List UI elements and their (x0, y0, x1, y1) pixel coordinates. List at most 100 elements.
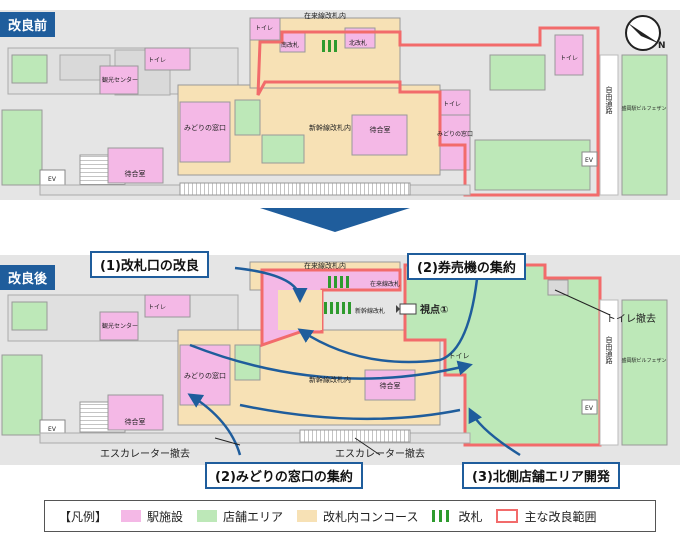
legend-swatch-gate (432, 510, 453, 522)
before-toilet-far-right (554, 34, 584, 76)
camera-icon (396, 303, 417, 315)
after-building (621, 299, 668, 446)
legend-label-concourse: 改札内コンコース (323, 509, 419, 524)
before-label-toilet-right: トイレ (443, 101, 461, 108)
after-bottom-strip (39, 432, 471, 444)
arrow-midori (187, 393, 242, 456)
before-tourist-center (99, 65, 139, 95)
after-shop-far-left (1, 354, 43, 436)
before-label-midori: みどりの窓口 (184, 123, 226, 132)
before-toilet-right (439, 89, 471, 116)
before-escalator-b (299, 182, 411, 196)
before-label-north-gate: 北改札 (349, 39, 367, 47)
before-label-free-passage: 自由通路 (605, 85, 613, 115)
callout-ticket-machines: (2)券売機の集約 (407, 253, 526, 280)
compass-icon (625, 15, 661, 51)
after-free-passage (599, 299, 619, 446)
after-ev-right (581, 399, 598, 415)
legend-label-station: 駅施設 (147, 509, 184, 524)
legend-swatch-concourse (297, 510, 318, 522)
before-improvement-area (256, 26, 600, 197)
arrow-north (468, 407, 521, 457)
legend-item-station: 駅施設 (121, 508, 183, 525)
before-shop-far-left (1, 109, 43, 186)
transition-arrow-icon (260, 208, 410, 232)
before-midori-window (179, 101, 231, 163)
legend-label-shop: 店舗エリア (223, 509, 284, 524)
after-label-ev-right: EV (585, 405, 594, 412)
legend-swatch-station (121, 510, 142, 522)
after-label-toilet-right: トイレ (449, 352, 470, 360)
leader-escalator-a (214, 437, 241, 446)
before-label-waiting-room: 待合室 (370, 125, 391, 134)
legend: 【凡例】 駅施設 店舗エリア 改札内コンコース 改札 主な改良範囲 (44, 500, 656, 532)
after-shinkansen-gates (324, 302, 351, 314)
after-label-building: 盛岡駅ビルフェザン (621, 357, 666, 364)
before-waiting-room (351, 114, 408, 156)
after-toilet-left (144, 294, 191, 318)
after-label-shinkansen-gate: 新幹線改札 (355, 307, 385, 315)
arrow-gate (234, 266, 308, 303)
after-label-escalator-removed-a: エスカレーター撤去 (100, 447, 190, 460)
after-label-escalator-removed-b: エスカレーター撤去 (335, 447, 425, 460)
arrow-midori-right (189, 343, 473, 380)
arrow-midori-b (239, 403, 461, 421)
before-building (621, 54, 668, 196)
callout-midori-consolidation: (2)みどりの窓口の集約 (205, 462, 363, 489)
before-label-midori-right: みどりの窓口 (437, 130, 473, 138)
before-free-passage (599, 54, 619, 196)
after-removed-toilet-box (547, 279, 569, 296)
before-waiting-room-left (107, 147, 164, 184)
leader-escalator-b (354, 437, 381, 456)
after-tag: 改良後 (0, 265, 56, 290)
before-shop-mid (234, 99, 261, 136)
after-label-waiting-left: 待合室 (125, 417, 146, 426)
before-label-ev-right: EV (585, 157, 594, 164)
legend-title: 【凡例】 (59, 509, 108, 524)
before-tag: 改良前 (0, 12, 56, 37)
before-ev-right (581, 151, 598, 167)
before-shop-right-bottom (474, 139, 591, 191)
after-conventional-gates (328, 276, 349, 288)
after-label-toilet-left: トイレ (148, 304, 166, 311)
callout-north-shops: (3)北側店舗エリア開発 (462, 462, 620, 489)
after-label-conventional-gate: 在来線改札 (370, 280, 400, 288)
before-label-toilet-far: トイレ (560, 55, 578, 62)
callout-gate-improvement: (1)改札口の改良 (90, 251, 209, 278)
after-north-shop-area (403, 263, 602, 447)
before-label-shinkansen: 新幹線改札内 (309, 123, 351, 132)
after-label-tourist: 観光センター (102, 322, 138, 330)
before-label-toilet-top: トイレ (255, 25, 273, 32)
before-label-south-gate: 南改札 (281, 41, 299, 49)
legend-swatch-shop (197, 510, 218, 522)
before-label-building: 盛岡駅ビルフェザン (621, 105, 666, 112)
legend-item-concourse: 改札内コンコース (297, 508, 418, 525)
after-label-waiting-room: 待合室 (380, 381, 401, 390)
legend-item-gate: 改札 (432, 508, 482, 525)
before-label-toilet-left: トイレ (148, 57, 166, 64)
before-toilet-top (249, 17, 281, 41)
compass-label: N (658, 41, 666, 51)
after-label-viewpoint: 視点① (419, 303, 448, 316)
after-label-midori: みどりの窓口 (184, 371, 226, 380)
legend-label-improvement: 主な改良範囲 (524, 509, 597, 524)
after-label-toilet-removed: トイレ撤去 (606, 312, 656, 325)
after-shop-left (11, 301, 48, 331)
before-gates (322, 40, 337, 52)
after-label-shinkansen: 新幹線改札内 (309, 375, 351, 384)
before-label-ev-left: EV (48, 176, 57, 183)
after-waiting-room-left (107, 394, 164, 431)
legend-item-improvement: 主な改良範囲 (496, 508, 596, 525)
after-tourist-center (99, 311, 139, 341)
before-label-tourist: 観光センター (102, 76, 138, 84)
arrow-ticket (297, 269, 480, 364)
before-toilet-left (144, 47, 191, 71)
after-label-free-passage: 自由通路 (605, 335, 613, 365)
leader-toilet-removed (554, 289, 611, 316)
before-label-waiting-left: 待合室 (125, 169, 146, 178)
after-escalator (299, 429, 411, 443)
legend-swatch-improvement (496, 509, 519, 523)
before-map (0, 10, 680, 200)
before-shop-mid2 (261, 134, 305, 164)
